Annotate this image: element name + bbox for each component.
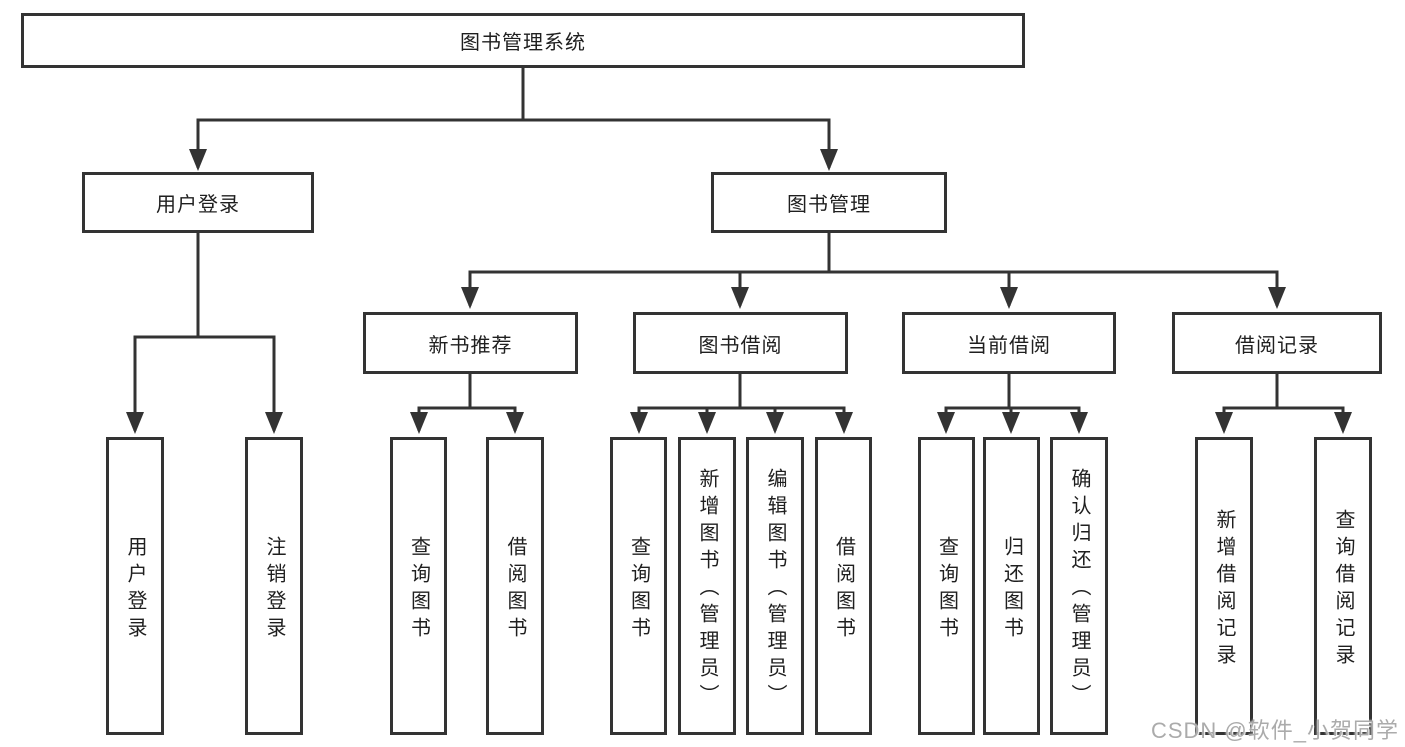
connector-current-borrow bbox=[944, 374, 1081, 410]
node-root: 图书管理系统 bbox=[21, 13, 1025, 68]
leaf-records-query-record: 查询借阅记录 bbox=[1314, 437, 1372, 735]
node-book-management-label: 图书管理 bbox=[787, 194, 871, 216]
node-user-login: 用户登录 bbox=[82, 172, 314, 233]
leaf-current-confirm-return-admin: 确认归还（管理员） bbox=[1050, 437, 1108, 735]
leaf-borrow-add-books-admin-label: 新增图书（管理员） bbox=[696, 468, 718, 711]
leaf-logout: 注销登录 bbox=[245, 437, 303, 735]
leaf-borrow-borrow-books-label: 借阅图书 bbox=[832, 535, 855, 644]
node-current-borrow-label: 当前借阅 bbox=[967, 334, 1051, 357]
csdn-watermark: CSDN @软件_小贺同学 bbox=[1150, 718, 1399, 743]
node-current-borrow: 当前借阅 bbox=[902, 312, 1116, 374]
leaf-recommend-borrow-books: 借阅图书 bbox=[486, 437, 544, 735]
leaf-borrow-query-books: 查询图书 bbox=[610, 437, 667, 735]
node-book-borrow: 图书借阅 bbox=[633, 312, 848, 374]
node-new-book-recommend: 新书推荐 bbox=[363, 312, 578, 374]
node-user-login-label: 用户登录 bbox=[156, 194, 240, 216]
leaf-current-query-books-label: 查询图书 bbox=[935, 535, 958, 644]
node-new-book-recommend-label: 新书推荐 bbox=[428, 334, 513, 357]
leaf-borrow-query-books-label: 查询图书 bbox=[627, 535, 650, 644]
leaf-borrow-borrow-books: 借阅图书 bbox=[815, 437, 872, 735]
leaf-records-add-record-label: 新增借阅记录 bbox=[1213, 508, 1235, 671]
node-borrow-records: 借阅记录 bbox=[1172, 312, 1382, 374]
leaf-current-confirm-return-admin-label: 确认归还（管理员） bbox=[1068, 468, 1090, 711]
leaf-borrow-edit-books-admin-label: 编辑图书（管理员） bbox=[764, 468, 786, 711]
leaf-recommend-query-books: 查询图书 bbox=[390, 437, 447, 735]
connector-new-book-recommend bbox=[417, 374, 517, 410]
leaf-borrow-edit-books-admin: 编辑图书（管理员） bbox=[746, 437, 804, 735]
connector-book-borrow bbox=[637, 374, 846, 410]
leaf-recommend-query-books-label: 查询图书 bbox=[407, 535, 430, 644]
node-book-borrow-label: 图书借阅 bbox=[698, 334, 783, 357]
leaf-borrow-add-books-admin: 新增图书（管理员） bbox=[678, 437, 736, 735]
connector-root bbox=[196, 68, 831, 122]
node-borrow-records-label: 借阅记录 bbox=[1235, 334, 1319, 357]
node-book-management: 图书管理 bbox=[711, 172, 947, 233]
leaf-records-query-record-label: 查询借阅记录 bbox=[1332, 508, 1354, 671]
leaf-recommend-borrow-books-label: 借阅图书 bbox=[504, 535, 526, 644]
leaf-records-add-record: 新增借阅记录 bbox=[1195, 437, 1253, 735]
leaf-user-login-label: 用户登录 bbox=[124, 535, 146, 644]
connector-borrow-records bbox=[1222, 374, 1345, 410]
leaf-current-query-books: 查询图书 bbox=[918, 437, 975, 735]
leaf-logout-label: 注销登录 bbox=[263, 535, 285, 644]
leaf-user-login: 用户登录 bbox=[106, 437, 164, 735]
node-root-label: 图书管理系统 bbox=[460, 32, 586, 54]
connector-book-management bbox=[468, 233, 1279, 274]
leaf-current-return-books-label: 归还图书 bbox=[1000, 535, 1023, 644]
leaf-current-return-books: 归还图书 bbox=[983, 437, 1040, 735]
connector-user-login bbox=[133, 233, 276, 339]
